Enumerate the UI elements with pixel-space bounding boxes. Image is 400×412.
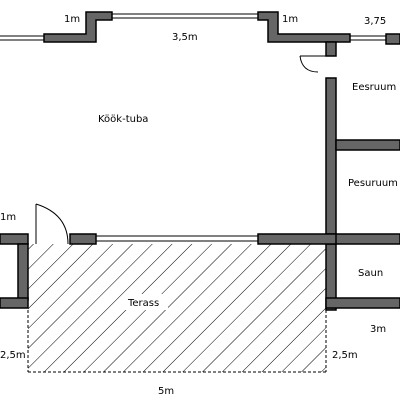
dim-sauna-width: 3m xyxy=(370,324,386,335)
terrace-area xyxy=(27,244,327,373)
room-kitchen-living: Köök-tuba xyxy=(98,114,148,125)
dim-top-right-bay: 1m xyxy=(282,14,298,25)
room-entry: Eesruum xyxy=(352,82,396,93)
dim-top-right-segment: 3,75 xyxy=(364,16,386,27)
walls xyxy=(0,11,400,311)
doors xyxy=(35,55,326,245)
dim-left-bottom: 2,5m xyxy=(0,350,26,361)
room-washroom: Pesuruum xyxy=(348,178,398,189)
dim-top-left-bay: 1m xyxy=(64,14,80,25)
dim-left-side: 1m xyxy=(0,212,16,223)
windows xyxy=(0,13,386,242)
dim-terrace-right: 2,5m xyxy=(332,350,358,361)
dim-top-window: 3,5m xyxy=(172,32,198,43)
dim-terrace-width: 5m xyxy=(158,386,174,397)
room-sauna: Saun xyxy=(358,268,383,279)
room-terrace: Terass xyxy=(127,298,159,309)
terrace-label-bg xyxy=(124,294,168,310)
